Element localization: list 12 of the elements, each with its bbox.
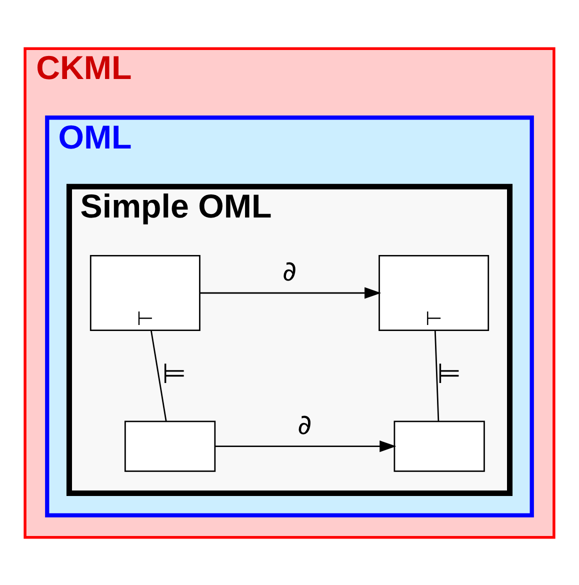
edge-label: ∂ [282,254,297,288]
connector [434,330,440,421]
edge-label: ⊨ [436,356,462,390]
arrow [215,440,396,452]
connector [150,330,167,421]
node-box [394,420,485,472]
node-box: ⊢ [378,254,490,330]
node-box: ⊢ [90,254,200,330]
arrow [200,286,382,298]
edge-label: ∂ [298,407,312,440]
node-box [124,420,216,472]
edge-label: ⊨ [162,356,186,390]
